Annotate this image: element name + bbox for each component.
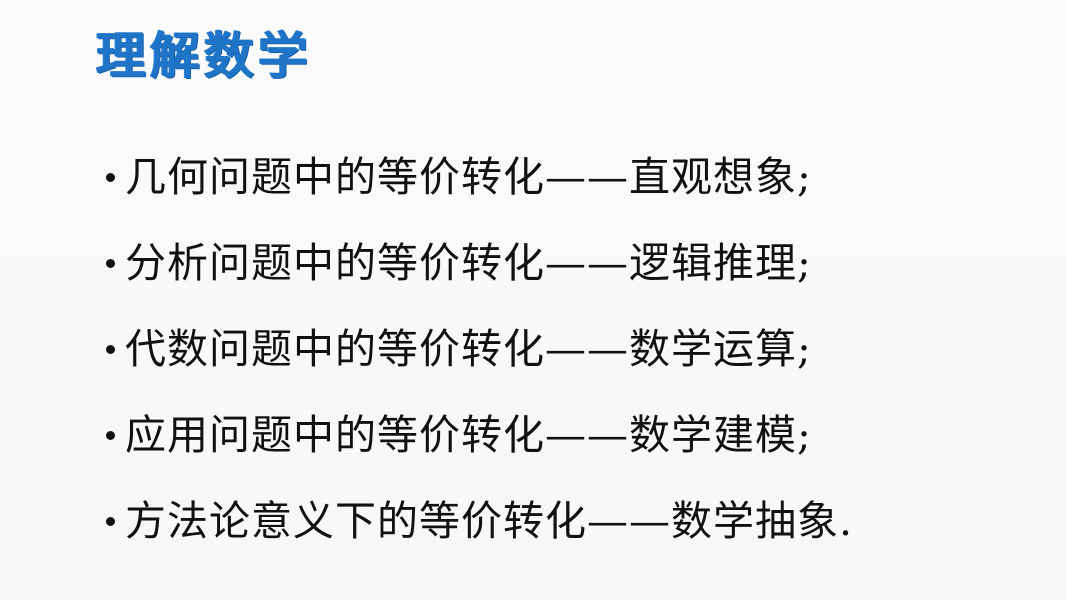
bullet-item: 代数问题中的等价转化——数学运算;: [106, 306, 853, 392]
bullet-text: 方法论意义下的等价转化——数学抽象.: [125, 496, 854, 545]
bullet-item: 几何问题中的等价转化——直观想象;: [106, 134, 853, 220]
bullet-dot-icon: [106, 172, 115, 182]
slide-title: 理解数学: [96, 27, 312, 85]
bullet-text: 几何问题中的等价转化——直观想象;: [125, 152, 812, 201]
bullet-dot-icon: [106, 516, 115, 526]
bullet-text: 应用问题中的等价转化——数学建模;: [125, 410, 812, 459]
bullet-text: 代数问题中的等价转化——数学运算;: [125, 324, 812, 373]
bullet-list: 几何问题中的等价转化——直观想象; 分析问题中的等价转化——逻辑推理; 代数问题…: [106, 134, 853, 564]
bullet-text: 分析问题中的等价转化——逻辑推理;: [125, 238, 812, 287]
bullet-item: 应用问题中的等价转化——数学建模;: [106, 392, 853, 478]
bullet-item: 分析问题中的等价转化——逻辑推理;: [106, 220, 853, 306]
bullet-dot-icon: [106, 430, 115, 440]
bullet-dot-icon: [106, 344, 115, 354]
bullet-dot-icon: [106, 258, 115, 268]
bullet-item: 方法论意义下的等价转化——数学抽象.: [106, 478, 853, 564]
